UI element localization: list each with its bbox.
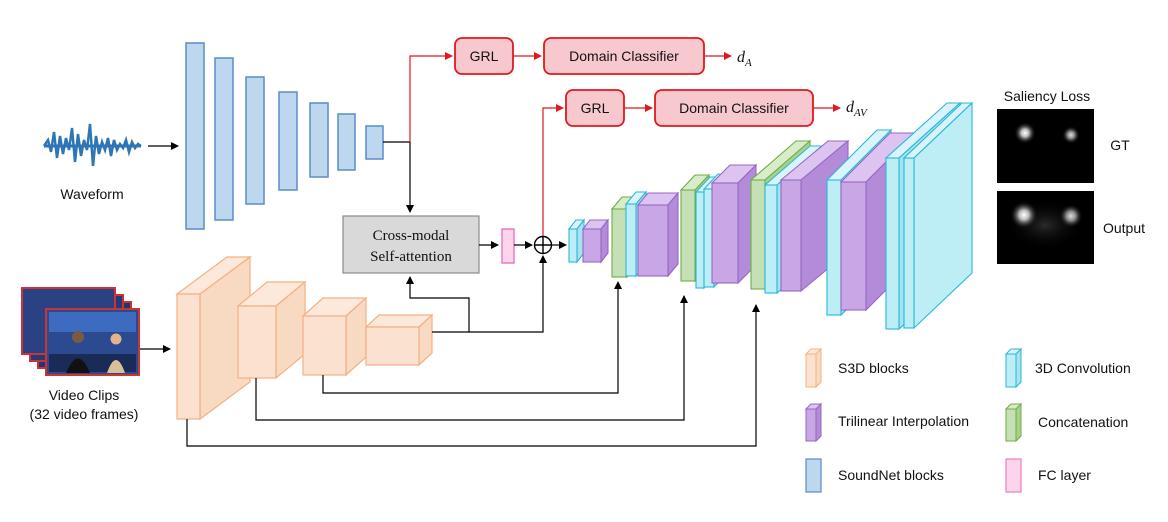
grl-av-label: GRL <box>581 100 610 116</box>
attention-label-1: Cross-modal <box>373 228 450 244</box>
legend: S3D blocks Trilinear Interpolation Sound… <box>804 347 1131 493</box>
gt-saliency-map <box>997 109 1094 183</box>
grl-a-label: GRL <box>470 48 499 64</box>
skip-connection-2 <box>255 295 688 421</box>
video-clips-label: Video Clips <box>49 387 120 403</box>
sum-to-grl-arrow <box>542 104 564 236</box>
soundnet-block <box>309 102 329 178</box>
legend-fc: FC layer <box>1005 458 1091 493</box>
video-to-sum-arrow <box>469 255 547 333</box>
s3d-blocks <box>175 255 434 421</box>
soundnet-blocks <box>185 42 384 230</box>
waveform-icon <box>42 123 142 167</box>
attention-label-2: Self-attention <box>370 249 452 265</box>
domain-classifier-av: Domain Classifier <box>654 89 814 127</box>
s3d-block <box>301 296 368 377</box>
s3d-block <box>364 313 434 367</box>
waveform-label: Waveform <box>60 186 123 202</box>
audio-to-attention-arrow <box>383 141 414 213</box>
domain-classifier-av-label: Domain Classifier <box>679 100 789 116</box>
soundnet-block <box>278 91 298 191</box>
legend-conv3d: 3D Convolution <box>1004 347 1131 389</box>
decoder-blocks <box>567 101 974 331</box>
legend-trilinear-label: Trilinear Interpolation <box>838 413 969 429</box>
domain-classifier-a: Domain Classifier <box>543 37 705 75</box>
saliency-loss-title: Saliency Loss <box>1004 88 1090 104</box>
legend-s3d: S3D blocks <box>804 347 909 389</box>
video-frames-icon <box>21 287 140 376</box>
skip-connection-1 <box>322 281 622 394</box>
sum-node <box>533 235 553 255</box>
output-label: Output <box>1103 220 1145 236</box>
grl-a-box: GRL <box>454 37 514 75</box>
video-frames-label: (32 video frames) <box>30 406 139 422</box>
video-to-attention-arrow <box>406 276 470 333</box>
gt-label: GT <box>1110 137 1130 153</box>
skip-connection-3 <box>186 304 760 447</box>
soundnet-block <box>214 57 234 221</box>
fc-layer <box>501 228 515 264</box>
audio-to-grl-arrow <box>409 52 453 142</box>
output-d-av: dAV <box>846 99 868 119</box>
legend-fc-label: FC layer <box>1038 467 1091 483</box>
soundnet-block <box>337 113 356 171</box>
soundnet-block <box>245 76 265 205</box>
trilinear-block <box>636 191 680 278</box>
legend-s3d-label: S3D blocks <box>838 360 909 376</box>
conv3d-block <box>902 101 974 330</box>
grl-av-box: GRL <box>565 89 625 127</box>
legend-soundnet-label: SoundNet blocks <box>838 467 944 483</box>
output-d-a: dA <box>737 49 752 69</box>
conv3d-block <box>567 218 586 264</box>
soundnet-block <box>365 125 384 160</box>
legend-concat-label: Concatenation <box>1038 414 1128 430</box>
legend-trilinear: Trilinear Interpolation <box>804 402 969 443</box>
domain-classifier-a-label: Domain Classifier <box>569 48 679 64</box>
legend-conv3d-label: 3D Convolution <box>1035 360 1131 376</box>
trilinear-block <box>581 218 610 264</box>
cross-modal-attention-box: Cross-modal Self-attention <box>342 215 480 274</box>
soundnet-block <box>185 42 205 230</box>
s3d-block <box>236 280 307 380</box>
trilinear-block <box>710 163 758 285</box>
output-saliency-map <box>997 191 1094 264</box>
legend-soundnet: SoundNet blocks <box>805 458 944 493</box>
legend-concat: Concatenation <box>1004 402 1128 443</box>
